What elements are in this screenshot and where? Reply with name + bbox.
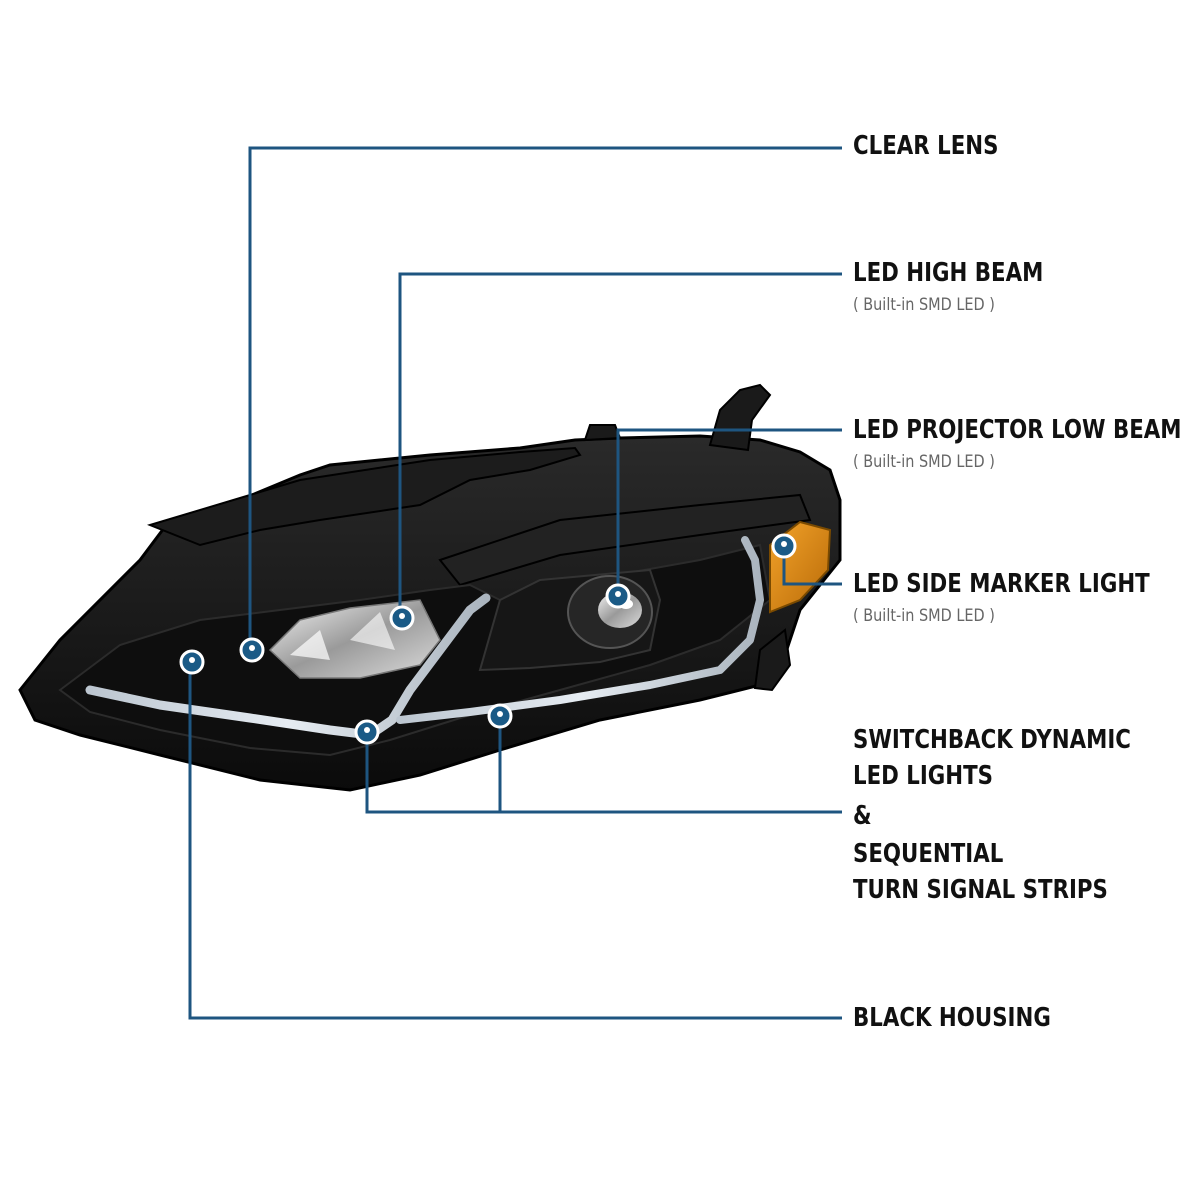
leader-led-side-marker bbox=[782, 548, 842, 586]
callout-led-side-marker-light-note: ( Built-in SMD LED ) bbox=[853, 606, 995, 626]
callout-switchback-line-4: SEQUENTIAL bbox=[853, 839, 1004, 869]
marker-black-housing bbox=[179, 649, 205, 675]
callout-switchback-line-1: SWITCHBACK DYNAMIC bbox=[853, 725, 1131, 755]
callout-led-high-beam: LED HIGH BEAM bbox=[853, 258, 1044, 288]
callout-clear-lens: CLEAR LENS bbox=[853, 131, 999, 161]
mounting-tab bbox=[583, 424, 622, 442]
callout-switchback-line-2: LED LIGHTS bbox=[853, 761, 994, 791]
callout-markers bbox=[179, 533, 797, 745]
marker-led-high-beam bbox=[389, 605, 415, 631]
marker-clear-lens bbox=[239, 637, 265, 663]
leader-led-high-beam bbox=[398, 272, 842, 618]
leader-black-housing bbox=[188, 662, 842, 1020]
rear-connector bbox=[753, 628, 792, 692]
callout-led-high-beam-note: ( Built-in SMD LED ) bbox=[853, 295, 995, 315]
switchback-light-strip bbox=[85, 593, 491, 740]
leader-led-projector-low-beam bbox=[616, 428, 842, 598]
marker-switchback-b bbox=[487, 703, 513, 729]
marker-switchback-a bbox=[354, 719, 380, 745]
leader-lines bbox=[188, 146, 842, 1020]
housing-inner-shelf bbox=[438, 493, 812, 587]
callout-black-housing: BLACK HOUSING bbox=[853, 1003, 1051, 1033]
leader-clear-lens bbox=[248, 146, 842, 650]
marker-led-projector-low-beam bbox=[605, 583, 631, 609]
marker-led-side-marker bbox=[771, 533, 797, 559]
callout-led-side-marker-light: LED SIDE MARKER LIGHT bbox=[853, 569, 1150, 599]
leader-switchback-a bbox=[365, 732, 842, 814]
callout-switchback-line-5: TURN SIGNAL STRIPS bbox=[853, 875, 1108, 905]
callout-led-projector-low-beam-note: ( Built-in SMD LED ) bbox=[853, 452, 995, 472]
callout-led-projector-low-beam: LED PROJECTOR LOW BEAM bbox=[853, 415, 1182, 445]
callout-switchback-line-3: & bbox=[853, 801, 872, 831]
mounting-bracket bbox=[708, 383, 772, 452]
housing-top-rim bbox=[146, 446, 582, 547]
